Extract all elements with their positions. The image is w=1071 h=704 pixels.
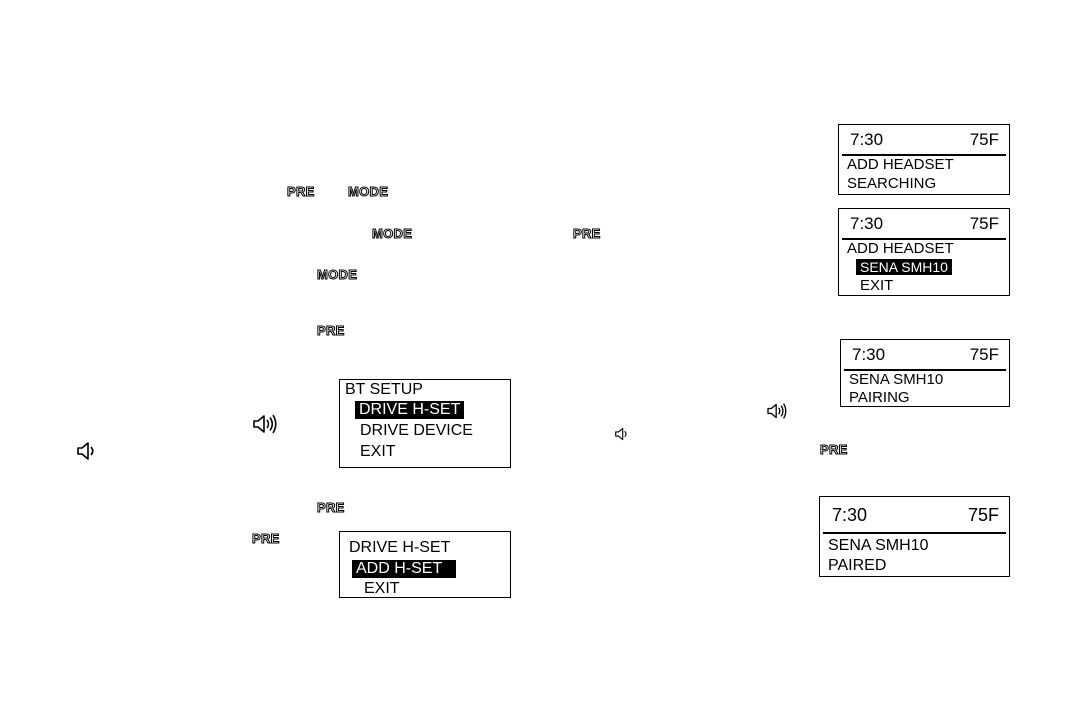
screen-line-2: PAIRED bbox=[828, 557, 887, 574]
drive-hset-menu: DRIVE H-SET ADD H-SET EXIT bbox=[339, 531, 511, 598]
clock-time: 7:30 bbox=[832, 505, 868, 525]
mode-label: MODE bbox=[316, 267, 358, 282]
clock-time: 7:30 bbox=[850, 130, 884, 149]
device-item-sena-smh10[interactable]: SENA SMH10 bbox=[856, 259, 952, 275]
pre-label: PRE bbox=[317, 500, 345, 515]
menu-item-add-hset[interactable]: ADD H-SET bbox=[352, 560, 457, 578]
outside-temp: 75F bbox=[969, 130, 999, 149]
menu-item-exit[interactable]: EXIT bbox=[360, 443, 396, 460]
speaker-soft-icon bbox=[77, 442, 94, 460]
bt-setup-menu: BT SETUP DRIVE H-SET DRIVE DEVICE EXIT bbox=[339, 379, 511, 468]
drive-hset-title: DRIVE H-SET bbox=[349, 539, 451, 556]
lcd-screen-pairing: 7:30 75F SENA SMH10 PAIRING bbox=[840, 339, 1010, 407]
bt-setup-title: BT SETUP bbox=[345, 381, 423, 398]
screen-line-1: SENA SMH10 bbox=[828, 537, 929, 554]
menu-item-drive-device[interactable]: DRIVE DEVICE bbox=[360, 422, 473, 439]
menu-item-exit[interactable]: EXIT bbox=[364, 580, 400, 597]
screen-line-2: SEARCHING bbox=[847, 175, 937, 192]
outside-temp: 75F bbox=[967, 505, 999, 525]
screen-line-1: ADD HEADSET bbox=[847, 156, 954, 173]
pre-label: PRE bbox=[573, 226, 601, 241]
device-item-exit[interactable]: EXIT bbox=[860, 277, 894, 294]
clock-time: 7:30 bbox=[850, 214, 884, 233]
mode-label: MODE bbox=[371, 226, 413, 241]
outside-temp: 75F bbox=[969, 345, 999, 364]
pre-label: PRE bbox=[820, 442, 848, 457]
lcd-screen-device-found: 7:30 75F ADD HEADSET SENA SMH10 EXIT bbox=[838, 208, 1010, 296]
lcd-screen-paired: 7:30 75F SENA SMH10 PAIRED bbox=[819, 496, 1010, 577]
pre-label: PRE bbox=[252, 531, 280, 546]
speaker-loud-icon bbox=[253, 414, 277, 434]
speaker-loud-icon bbox=[767, 403, 787, 419]
screen-line-2: PAIRING bbox=[849, 389, 910, 406]
screen-line-1: SENA SMH10 bbox=[849, 371, 944, 388]
clock-time: 7:30 bbox=[852, 345, 886, 364]
pre-label: PRE bbox=[287, 184, 315, 199]
lcd-screen-searching: 7:30 75F ADD HEADSET SEARCHING bbox=[838, 124, 1010, 195]
speaker-soft-icon bbox=[615, 427, 627, 441]
mode-label: MODE bbox=[347, 184, 389, 199]
menu-item-drive-hset[interactable]: DRIVE H-SET bbox=[355, 401, 465, 419]
pre-label: PRE bbox=[317, 323, 345, 338]
outside-temp: 75F bbox=[969, 214, 999, 233]
screen-line-1: ADD HEADSET bbox=[847, 240, 954, 257]
